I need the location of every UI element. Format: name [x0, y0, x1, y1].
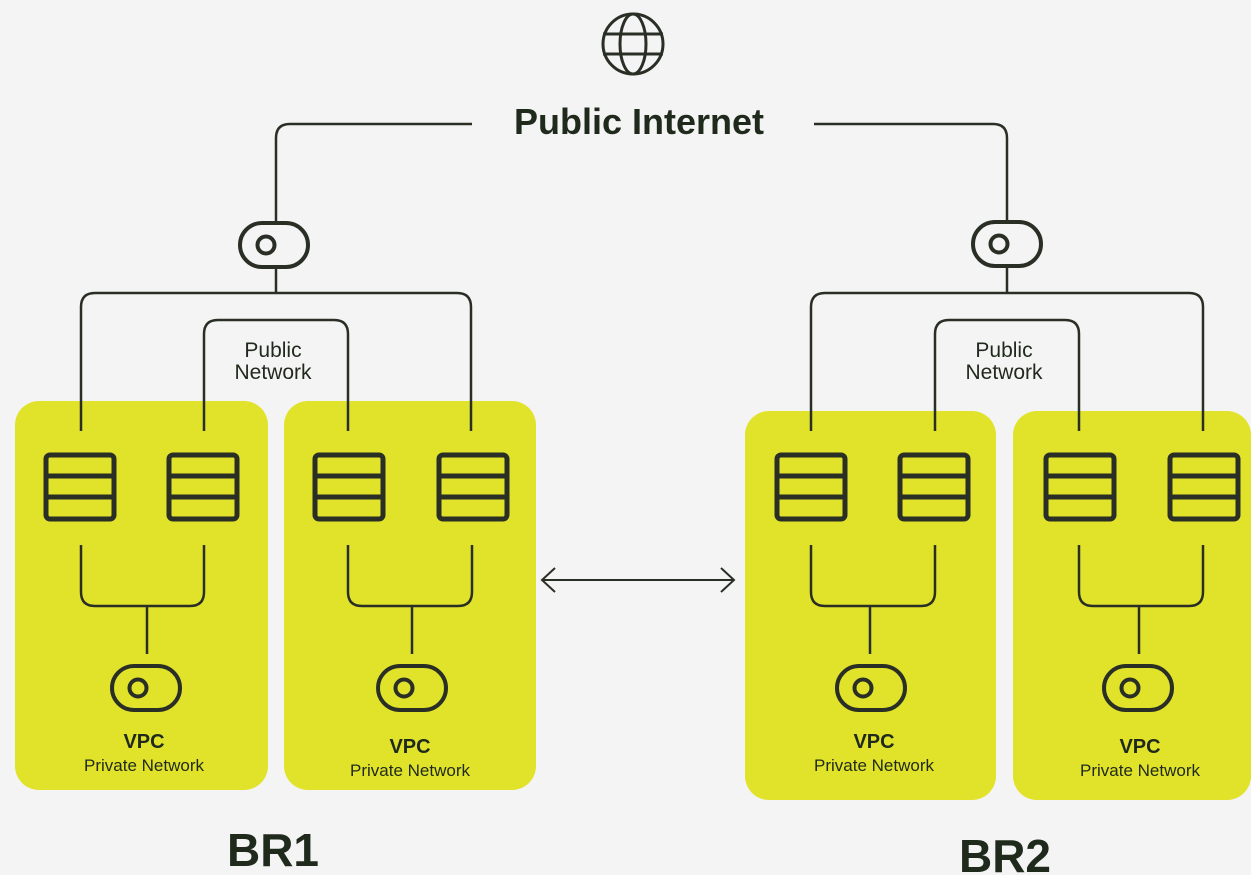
toggle-gateway-icon	[971, 220, 1043, 268]
server-stack-icon	[166, 452, 240, 522]
region-label: BR1	[227, 824, 319, 875]
toggle-gateway-icon	[1102, 664, 1174, 712]
public-network-label: Public	[975, 339, 1032, 362]
double-arrow-icon	[540, 567, 736, 593]
server-stack-icon	[774, 452, 848, 522]
private-network-line	[346, 545, 474, 654]
region-br2: Public Network VPC Private Network VPC P…	[745, 220, 1251, 875]
toggle-gateway-icon	[238, 221, 310, 269]
vpc-subtitle: Private Network	[84, 756, 204, 775]
server-stack-icon	[43, 452, 117, 522]
public-network-line	[809, 266, 1205, 431]
public-network-label: Network	[965, 361, 1043, 384]
public-internet-label: Public Internet	[514, 101, 764, 142]
public-network-label: Network	[234, 361, 312, 384]
server-stack-icon	[897, 452, 971, 522]
toggle-gateway-icon	[110, 664, 182, 712]
vpc-title: VPC	[389, 736, 430, 758]
region-label: BR2	[959, 830, 1051, 875]
server-stack-icon	[312, 452, 386, 522]
internet-uplink-line	[814, 122, 1009, 222]
vpc-subtitle: Private Network	[1080, 761, 1200, 780]
public-network-line	[79, 267, 473, 431]
vpc-title: VPC	[123, 731, 164, 753]
server-stack-icon	[1167, 452, 1241, 522]
server-stack-icon	[436, 452, 510, 522]
region-br1: Public Network VPC Private Network	[15, 221, 536, 875]
toggle-gateway-icon	[376, 664, 448, 712]
public-network-line	[202, 318, 350, 431]
vpc-panel	[284, 401, 536, 790]
public-network-label: Public	[244, 339, 301, 362]
globe-icon	[601, 12, 665, 76]
server-stack-icon	[1043, 452, 1117, 522]
internet-uplink-line	[274, 122, 472, 223]
vpc-title: VPC	[853, 731, 894, 753]
public-network-line	[933, 318, 1081, 431]
vpc-title: VPC	[1119, 736, 1160, 758]
private-network-line	[79, 545, 206, 654]
toggle-gateway-icon	[835, 664, 907, 712]
vpc-subtitle: Private Network	[814, 756, 934, 775]
private-network-line	[809, 545, 937, 654]
vpc-subtitle: Private Network	[350, 761, 470, 780]
private-network-line	[1077, 545, 1205, 654]
